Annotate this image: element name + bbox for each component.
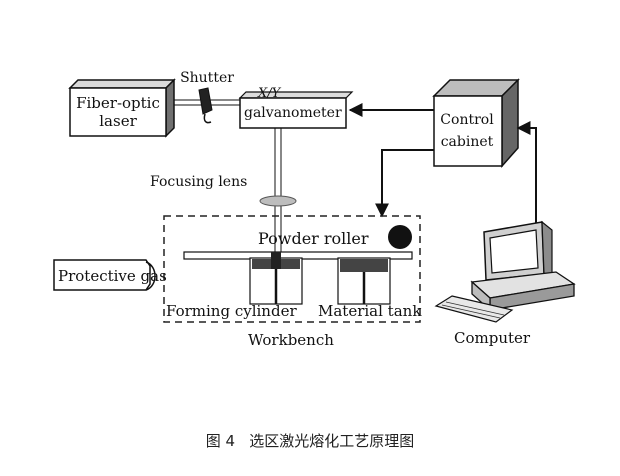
workbench-label: Workbench	[248, 331, 334, 349]
protective-gas: Protective gas	[53, 259, 167, 291]
powder-roller-label: Powder roller	[258, 229, 369, 248]
galvanometer-label-1: X/Y	[257, 86, 282, 101]
material-tank-label: Material tank	[318, 302, 422, 320]
focusing-lens-label: Focusing lens	[150, 174, 247, 190]
focusing-lens	[259, 195, 297, 207]
arrow-cabinet-to-roller	[375, 149, 434, 218]
shutter-label: Shutter	[180, 70, 234, 86]
fiber-laser-label-2: laser	[99, 112, 137, 130]
laser-beam-vertical	[274, 128, 282, 258]
fiber-laser-label-1: Fiber-optic	[76, 94, 160, 112]
figure-caption: 图 4 选区激光熔化工艺原理图	[206, 432, 415, 450]
forming-cylinder	[249, 252, 303, 305]
powder-roller	[388, 225, 412, 249]
protective-gas-label: Protective gas	[58, 267, 167, 285]
control-cabinet-label-2: cabinet	[441, 134, 494, 150]
computer	[434, 220, 576, 323]
fiber-optic-laser: Fiber-optic laser	[68, 78, 176, 138]
control-cabinet-label-1: Control	[440, 112, 494, 128]
material-tank	[337, 257, 391, 305]
galvanometer-label-2: galvanometer	[244, 105, 342, 121]
computer-label: Computer	[454, 329, 531, 347]
forming-cylinder-label: Forming cylinder	[166, 302, 297, 320]
xy-galvanometer: X/Y galvanometer	[238, 86, 354, 129]
control-cabinet: Control cabinet	[432, 78, 520, 168]
arrow-computer-to-cabinet	[516, 121, 537, 228]
shutter: Shutter	[180, 70, 234, 124]
